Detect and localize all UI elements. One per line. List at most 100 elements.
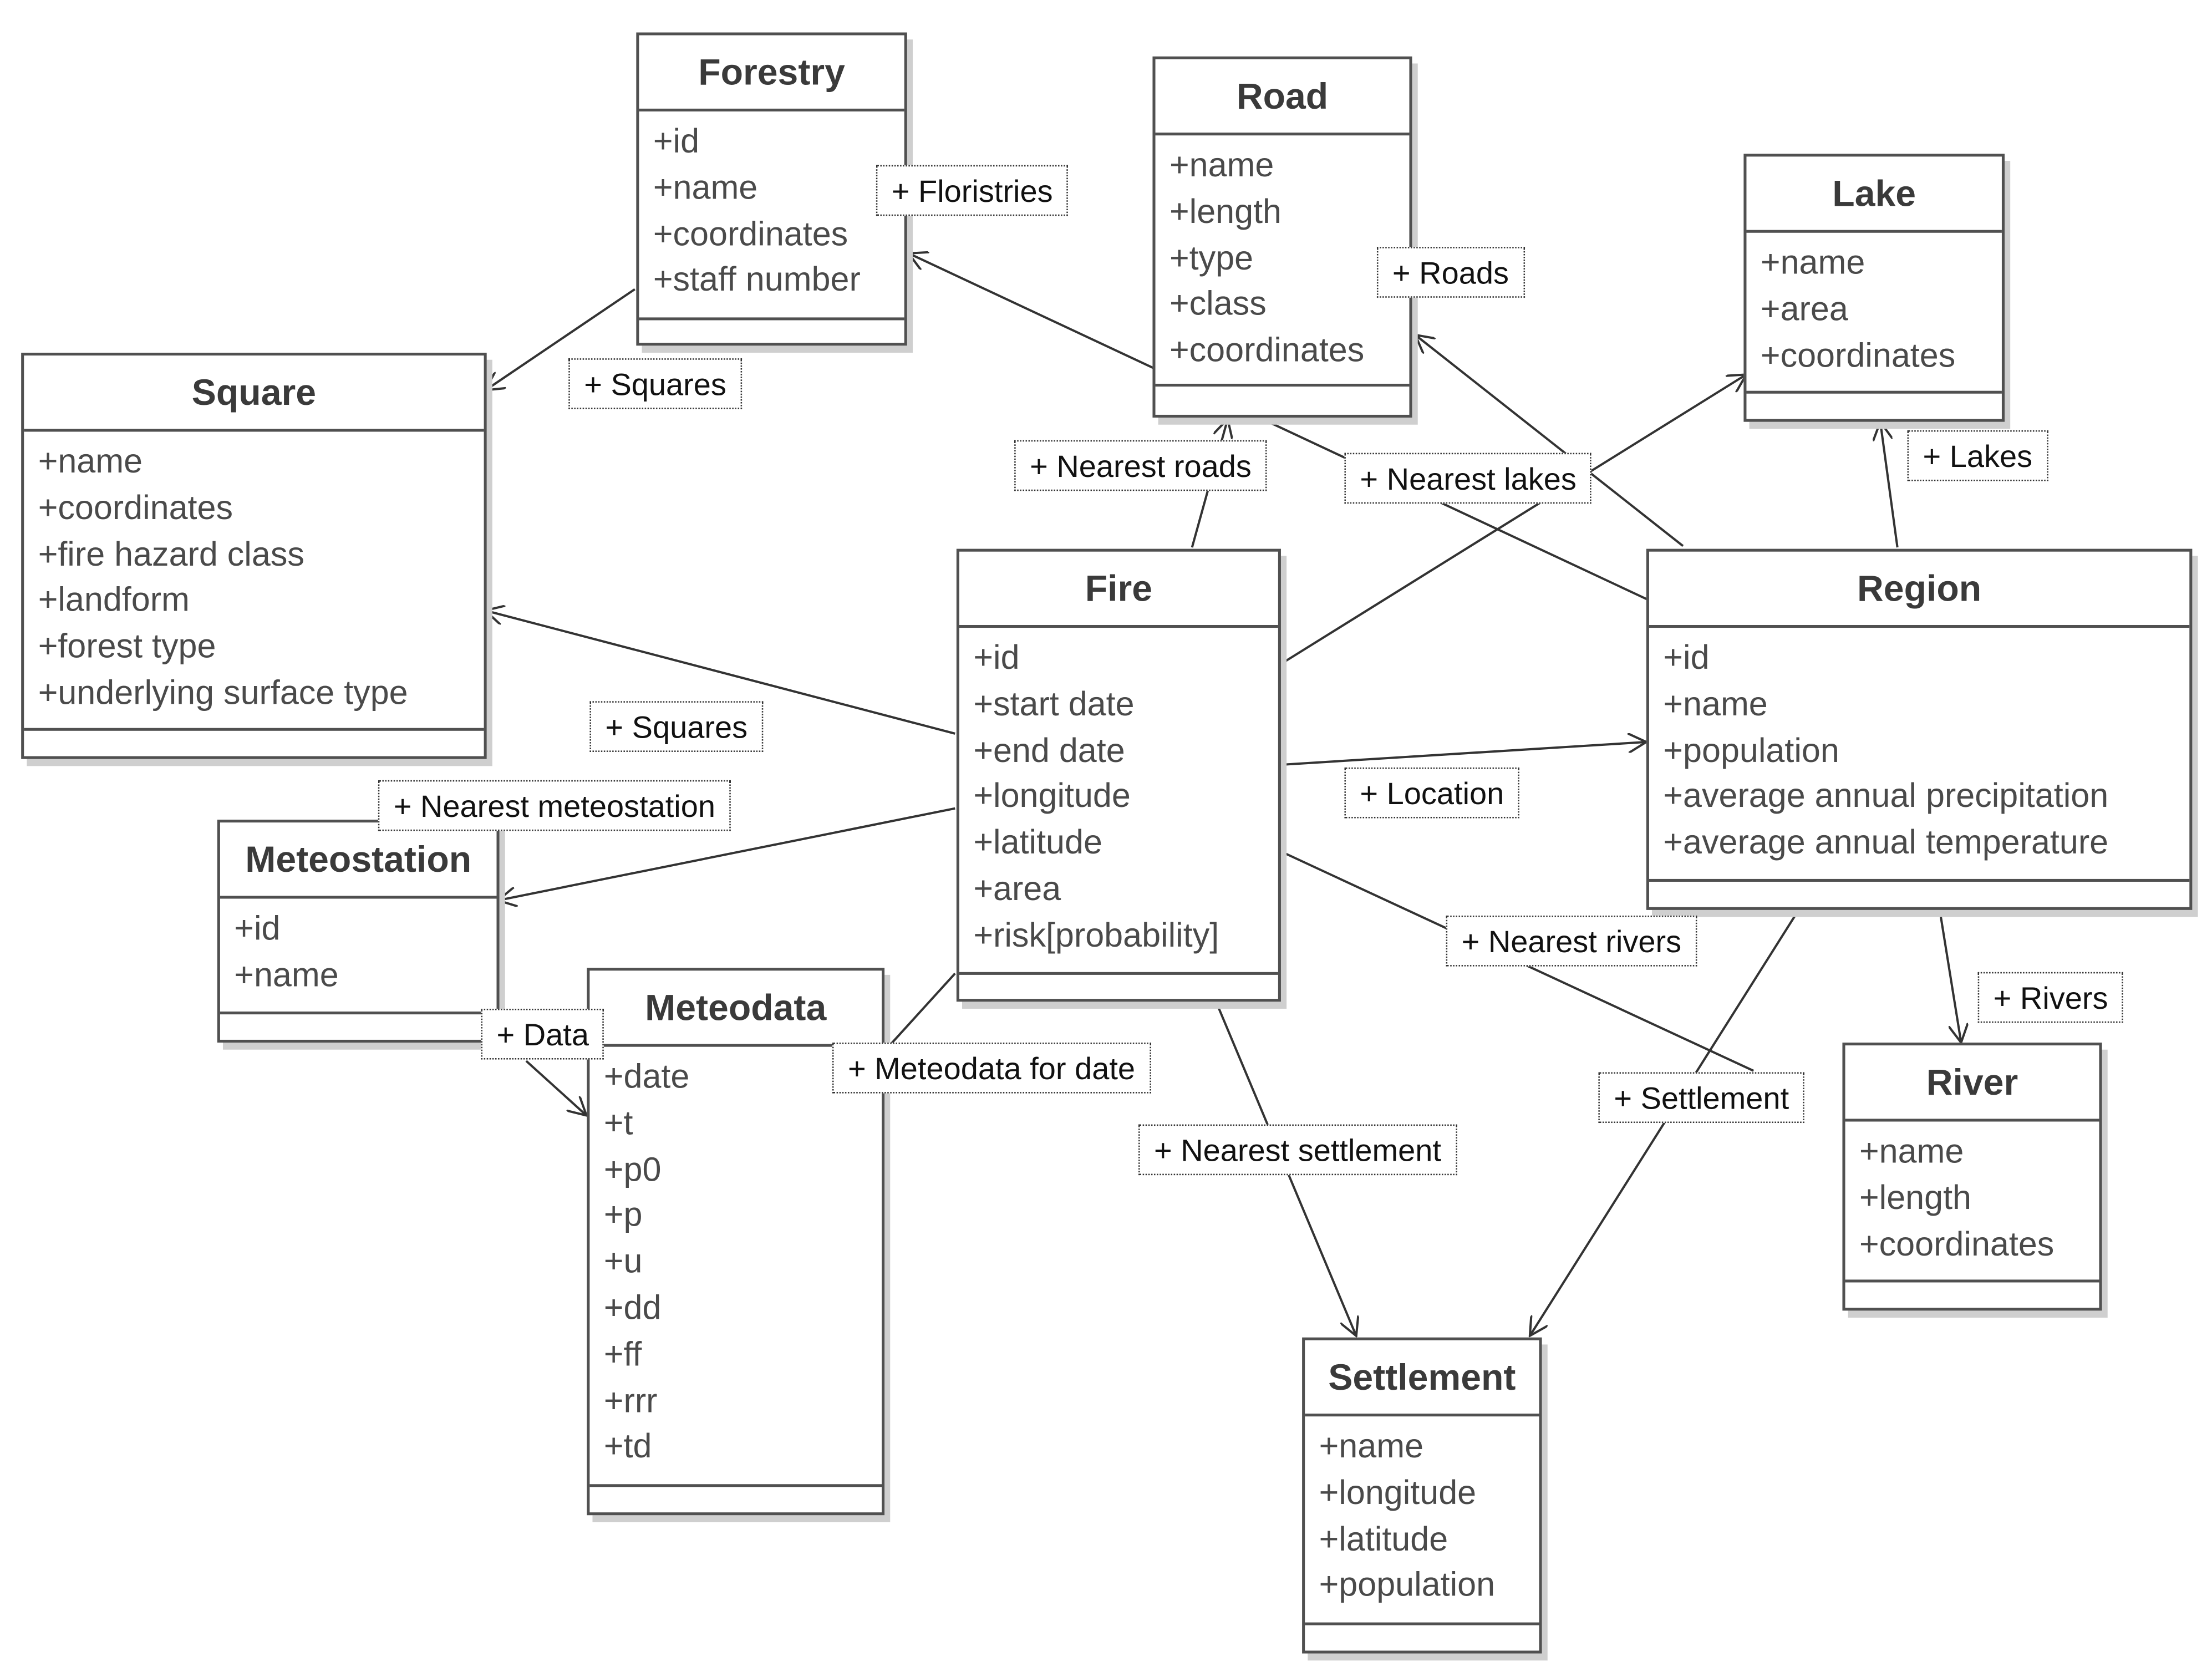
road-attr-name: +name xyxy=(1169,146,1274,185)
settlement-attr-latitude: +latitude xyxy=(1319,1520,1448,1559)
settlement-attr-population: +population xyxy=(1319,1566,1496,1605)
road-attr-class: +class xyxy=(1169,285,1267,324)
lake-attr-area: +area xyxy=(1760,290,1848,329)
river-attr-length: +length xyxy=(1859,1179,1972,1217)
region-class: Region +id +name +population +average an… xyxy=(1646,548,2193,910)
label-data: + Data xyxy=(481,1008,604,1060)
forestry-operations-divider xyxy=(639,317,904,321)
river-class: River +name +length +coordinates xyxy=(1842,1043,2102,1311)
settlement-attr-longitude: +longitude xyxy=(1319,1473,1477,1512)
meteostation-class: Meteostation +id +name xyxy=(217,820,500,1043)
edge-fire-lake xyxy=(1282,375,1745,664)
river-class-title: River xyxy=(1845,1045,2099,1122)
lake-attr-coordinates: +coordinates xyxy=(1760,336,1956,375)
square-attr-landform: +landform xyxy=(38,582,190,620)
forestry-class-title: Forestry xyxy=(639,35,904,111)
forestry-attributes: +id +name +coordinates +staff number xyxy=(639,111,904,305)
road-attributes: +name +length +type +class +coordinates xyxy=(1156,135,1410,375)
lake-attributes: +name +area +coordinates xyxy=(1746,233,2001,380)
edge-forestry-square xyxy=(487,288,635,390)
meteodata-attributes: +date +t +p0 +p +u +dd +ff +rrr +td xyxy=(589,1047,882,1472)
label-nearest-meteostation: + Nearest meteostation xyxy=(378,780,731,831)
fire-attr-id: +id xyxy=(973,639,1020,678)
region-attr-name: +name xyxy=(1663,685,1768,724)
meteodata-attr-rrr: +rrr xyxy=(603,1382,658,1420)
edge-fire-meteodata xyxy=(884,972,956,1051)
meteodata-class: Meteodata +date +t +p0 +p +u +dd +ff +rr… xyxy=(587,968,885,1516)
edge-region-river xyxy=(1938,909,1961,1041)
label-settlement: + Settlement xyxy=(1598,1072,1805,1124)
meteostation-attr-id: +id xyxy=(234,909,281,948)
region-attr-population: +population xyxy=(1663,731,1839,770)
meteodata-operations-divider xyxy=(589,1484,882,1487)
edge-region-lake xyxy=(1880,423,1899,548)
settlement-operations-divider xyxy=(1305,1622,1539,1625)
road-class: Road +name +length +type +class +coordin… xyxy=(1152,56,1412,418)
label-nearest-settlement: + Nearest settlement xyxy=(1138,1124,1457,1176)
edge-region-road xyxy=(1416,336,1684,547)
region-attr-average-annual-precipitation: +average annual precipitation xyxy=(1663,777,2109,816)
meteodata-attr-dd: +dd xyxy=(603,1289,662,1328)
lake-class-title: Lake xyxy=(1746,156,2002,233)
river-attr-name: +name xyxy=(1859,1132,1964,1171)
label-squares-forestry: + Squares xyxy=(568,358,742,409)
meteodata-attr-t: +t xyxy=(603,1104,633,1143)
region-attr-average-annual-temperature: +average annual temperature xyxy=(1663,824,2109,862)
river-attr-coordinates: +coordinates xyxy=(1859,1225,2055,1264)
region-attributes: +id +name +population +average annual pr… xyxy=(1649,628,2189,867)
road-class-title: Road xyxy=(1155,59,1410,136)
fire-class-title: Fire xyxy=(959,552,1278,628)
meteodata-class-title: Meteodata xyxy=(589,970,882,1047)
fire-attr-latitude: +latitude xyxy=(973,824,1102,862)
fire-attr-risk-probability: +risk[probability] xyxy=(973,917,1219,955)
square-attr-underlying-surface-type: +underlying surface type xyxy=(38,674,408,713)
fire-attr-area: +area xyxy=(973,870,1061,909)
label-meteodata-for-date: + Meteodata for date xyxy=(832,1043,1151,1094)
square-class: Square +name +coordinates +fire hazard c… xyxy=(21,353,487,759)
settlement-class-title: Settlement xyxy=(1305,1340,1539,1417)
river-operations-divider xyxy=(1845,1279,2099,1283)
meteodata-attr-ff: +ff xyxy=(603,1335,642,1374)
label-rivers: + Rivers xyxy=(1977,972,2124,1023)
road-attr-coordinates: +coordinates xyxy=(1169,332,1365,370)
edge-region-forestry xyxy=(910,254,1649,601)
forestry-attr-coordinates: +coordinates xyxy=(653,215,848,253)
square-attr-forest-type: +forest type xyxy=(38,628,216,667)
fire-attr-start-date: +start date xyxy=(973,685,1135,724)
settlement-attributes: +name +longitude +latitude +population xyxy=(1305,1416,1539,1610)
label-roads: + Roads xyxy=(1376,247,1524,298)
forestry-attr-name: +name xyxy=(653,169,758,207)
meteodata-attr-p: +p xyxy=(603,1197,643,1235)
meteodata-attr-date: +date xyxy=(603,1058,690,1096)
road-attr-length: +length xyxy=(1169,193,1282,231)
meteodata-attr-p0: +p0 xyxy=(603,1150,662,1189)
square-class-title: Square xyxy=(24,355,484,432)
region-operations-divider xyxy=(1649,878,2190,882)
edge-meteostation-meteodata xyxy=(525,1060,586,1115)
fire-attributes: +id +start date +end date +longitude +la… xyxy=(959,628,1278,960)
label-location: + Location xyxy=(1344,767,1520,819)
meteodata-attr-td: +td xyxy=(603,1428,652,1467)
meteostation-class-title: Meteostation xyxy=(220,822,497,899)
forestry-attr-id: +id xyxy=(653,123,700,161)
label-lakes: + Lakes xyxy=(1907,430,2048,481)
road-attr-type: +type xyxy=(1169,239,1254,278)
region-attr-id: +id xyxy=(1663,639,1710,678)
label-floristries: + Floristries xyxy=(876,165,1069,216)
square-attributes: +name +coordinates +fire hazard class +l… xyxy=(24,431,484,718)
label-nearest-roads: + Nearest roads xyxy=(1014,440,1267,491)
settlement-attr-name: +name xyxy=(1319,1427,1424,1466)
road-operations-divider xyxy=(1155,383,1410,387)
river-attributes: +name +length +coordinates xyxy=(1845,1121,2099,1269)
edge-fire-region xyxy=(1282,742,1645,766)
edge-fire-meteostation xyxy=(500,807,955,900)
meteostation-attributes: +id +name xyxy=(220,899,497,1000)
meteostation-operations-divider xyxy=(220,1012,497,1015)
label-nearest-lakes: + Nearest lakes xyxy=(1344,453,1592,504)
lake-attr-name: +name xyxy=(1760,244,1865,282)
fire-operations-divider xyxy=(959,972,1278,975)
lake-class: Lake +name +area +coordinates xyxy=(1743,154,2005,422)
forestry-class: Forestry +id +name +coordinates +staff n… xyxy=(636,32,907,346)
meteostation-attr-name: +name xyxy=(234,956,339,995)
